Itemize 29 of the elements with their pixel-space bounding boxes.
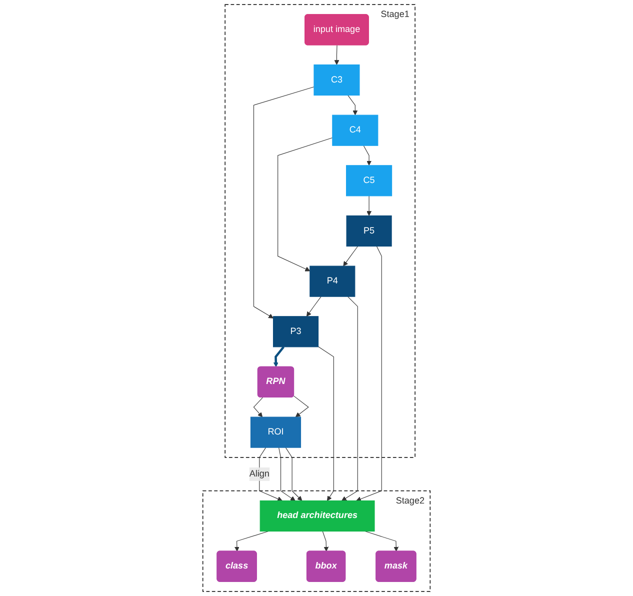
- arrow: [278, 137, 333, 272]
- arrow: [348, 95, 358, 116]
- node-box: P3: [273, 316, 319, 348]
- node-box: C5: [346, 165, 392, 196]
- arrow: [334, 44, 340, 65]
- arrow: [366, 196, 372, 216]
- node-box: head architectures: [260, 500, 375, 532]
- arrow: [363, 145, 372, 166]
- arrow: [318, 346, 334, 501]
- arrow: [253, 397, 263, 418]
- node-box: ROI: [250, 416, 302, 448]
- node-box: P5: [346, 215, 392, 247]
- arrow: [253, 86, 314, 318]
- arrow: [234, 530, 269, 552]
- arrow: [322, 530, 329, 552]
- node-box: P4: [310, 266, 356, 297]
- arrow: [306, 296, 322, 317]
- node-box: C4: [332, 114, 378, 146]
- edge-label: Align: [249, 469, 270, 479]
- arrow: [343, 246, 358, 266]
- arrow: [293, 396, 309, 418]
- arrow: [342, 296, 358, 501]
- arrow: [273, 346, 284, 368]
- arrow: [259, 447, 282, 502]
- node-box: C3: [314, 64, 360, 96]
- arrow: [364, 530, 399, 552]
- arrow: [356, 246, 382, 502]
- arrow: [285, 447, 302, 501]
- arrow: [278, 447, 296, 501]
